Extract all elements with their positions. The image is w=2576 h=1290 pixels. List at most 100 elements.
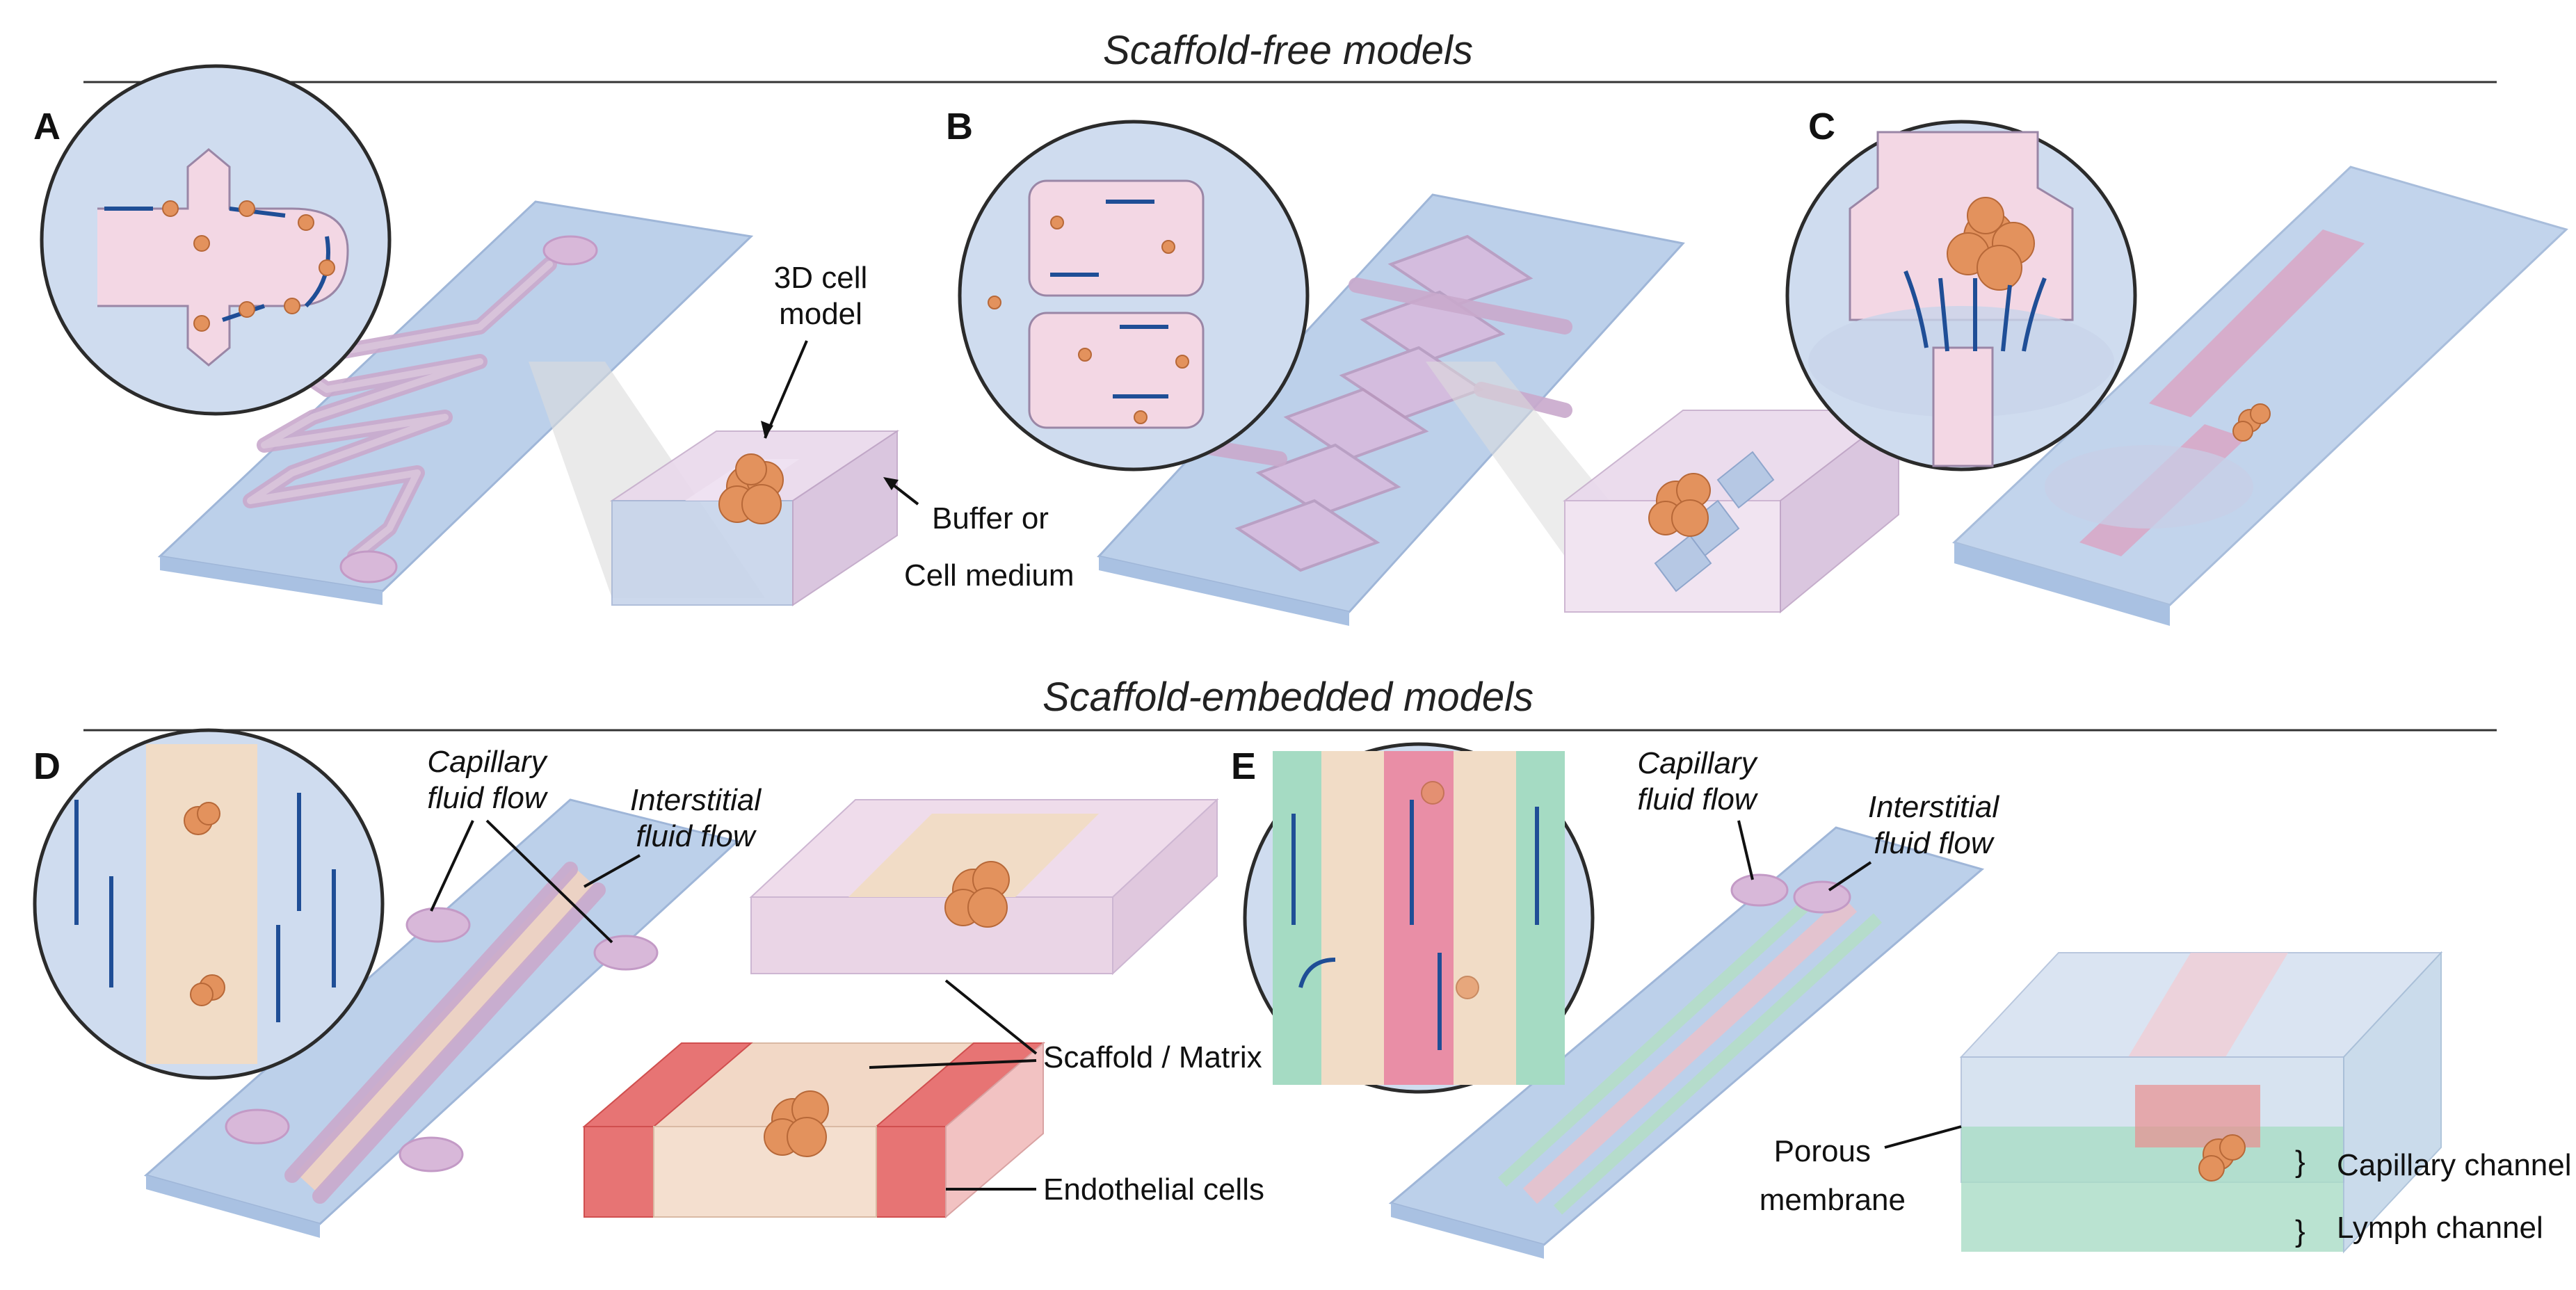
panel-e: E [1231, 742, 2572, 1259]
panel-d-port-3 [225, 1108, 290, 1145]
panel-e-interstitial-label-1: Interstitial [1868, 790, 2000, 824]
panel-b-label: B [946, 106, 973, 147]
panel-d-endothelial-label: Endothelial cells [1043, 1172, 1264, 1207]
panel-b: B [946, 106, 1901, 626]
panel-c-zoom-outlet [1932, 346, 1994, 467]
panel-c-flow-arrows [1903, 270, 2047, 352]
panel-b-zoom-chamber-1 [1028, 179, 1205, 297]
panel-e-chip-edge [1391, 1203, 1544, 1259]
panel-a-cell-model-label-1: 3D cell [774, 261, 868, 295]
panel-e-zoom-scaffold-left [1321, 751, 1384, 1085]
panel-d-capillary-label-1: Capillary [427, 745, 548, 779]
panel-e-box-spheroid [2198, 1134, 2246, 1182]
panel-e-box-lymph [1961, 1127, 2344, 1252]
panel-c-chip-edge [1954, 542, 2170, 626]
panel-a: A [33, 64, 1074, 606]
panel-a-outlet-port [542, 235, 598, 266]
panel-e-lymph-channel-label: Lymph channel [2337, 1211, 2543, 1245]
panel-c-zoom-spheroid [1947, 197, 2035, 291]
panel-a-buffer-label-2: Cell medium [904, 558, 1074, 592]
panel-e-bracket-capillary: } [2295, 1145, 2305, 1179]
panel-c-label: C [1808, 106, 1835, 147]
panel-e-box-capillary-front [2135, 1085, 2260, 1147]
panel-b-chip-edge [1099, 556, 1349, 626]
panel-a-box-side [792, 430, 898, 606]
panel-e-zoom-scaffold-right [1454, 751, 1516, 1085]
panel-a-cell-model-arrow [764, 340, 808, 439]
panel-d-chip-edge [146, 1175, 320, 1238]
panel-d-zoom-scaffold [146, 744, 257, 1064]
panel-d-side-channels [284, 862, 606, 1204]
panel-b-zoom-cells [988, 216, 1189, 424]
panel-a-chip-edge [160, 556, 383, 605]
panel-d-box2-spheroid [764, 1090, 829, 1157]
panel-e-zoom-lymph-right [1516, 751, 1565, 1085]
panel-b-trap-structures [1654, 451, 1775, 592]
panel-a-inlet-port [339, 550, 398, 583]
panel-e-porous-label-2: membrane [1760, 1183, 1906, 1217]
panel-d-box1-scaffold [848, 814, 1099, 897]
panel-d-zoom-spheroids [184, 802, 225, 1006]
panel-d-scaffold-channel [296, 866, 595, 1192]
panel-e-lymph-channels [1497, 885, 1883, 1215]
panel-e-capillary-label-1: Capillary [1637, 746, 1758, 780]
panel-c: C [1785, 106, 2568, 626]
panel-a-buffer-label-1: Buffer or [932, 501, 1049, 535]
panel-e-capillary-channel-label: Capillary channel [2337, 1148, 2572, 1182]
panel-e-interstitial-arrow [1828, 861, 1872, 892]
panel-e-capillary-arrow [1737, 820, 1754, 880]
panel-e-box-side [2343, 951, 2442, 1254]
panel-c-upper-channel [2149, 229, 2365, 417]
panel-a-spheroid [718, 453, 784, 524]
panel-d-box1-spheroid [944, 861, 1010, 928]
panel-e-porous-arrow [1884, 1125, 1962, 1149]
panel-e-zoom-capillary [1384, 751, 1454, 1085]
panel-d-box2-endo-right-front [876, 1126, 947, 1218]
panel-a-cell-model-arrowhead [761, 421, 773, 438]
panel-d-port-4 [399, 1136, 464, 1172]
panel-d-box1-side [1112, 798, 1218, 976]
panel-d-box2-endo-left-front [583, 1126, 654, 1218]
panel-b-zoom-chamber-2 [1028, 312, 1205, 429]
panel-d-label: D [33, 745, 61, 787]
section-title-scaffold-embedded: Scaffold-embedded models [1043, 675, 1533, 720]
panel-d-box2-side [945, 1041, 1044, 1219]
panel-d-interstitial-arrow [583, 854, 641, 888]
panel-d-interstitial-label-2: fluid flow [636, 819, 757, 853]
panel-e-interstitial-label-2: fluid flow [1874, 826, 1995, 860]
panel-d-scaffold-arrow-1 [944, 979, 1038, 1055]
panel-a-zoom-cells [162, 200, 335, 332]
panel-a-buffer-arrowhead [883, 477, 899, 490]
panel-c-chamber [2045, 445, 2253, 529]
panel-d-box1-front [750, 896, 1113, 974]
panel-c-spheroid [2232, 403, 2271, 442]
panel-e-zoom-lymph-left [1273, 751, 1321, 1085]
panel-a-cell-model-label-2: model [779, 297, 862, 331]
panel-e-capillary-channel [1522, 896, 1858, 1204]
panel-d-zoom-flow-arrows [74, 793, 336, 1022]
panel-e-label: E [1231, 745, 1256, 787]
panel-e-zoom-spheroids [1421, 781, 1479, 999]
panel-a-label: A [33, 106, 61, 147]
panel-d-interstitial-label-1: Interstitial [630, 783, 762, 817]
panel-d-scaffold-arrow-2 [869, 1059, 1037, 1069]
panel-d: D [33, 728, 1264, 1238]
panel-b-spheroid [1648, 473, 1711, 537]
panel-d-port-1 [405, 907, 471, 943]
panel-d-port-2 [593, 935, 659, 971]
panel-d-capillary-arrow-2 [485, 819, 613, 944]
section-title-scaffold-free: Scaffold-free models [1103, 28, 1473, 73]
panel-d-scaffold-label: Scaffold / Matrix [1043, 1040, 1262, 1074]
panel-d-capillary-label-2: fluid flow [427, 781, 548, 815]
panel-e-port-1 [1730, 873, 1789, 907]
panel-e-capillary-label-2: fluid flow [1637, 782, 1758, 816]
panel-e-box-top-capillary [2128, 953, 2288, 1057]
panel-e-porous-label-1: Porous [1774, 1134, 1871, 1168]
panel-b-box-side [1780, 408, 1899, 614]
panel-e-zoom-flow-arrows [1291, 800, 1539, 1050]
panel-d-capillary-arrow-1 [430, 820, 474, 912]
panel-b-chamber-array-2 [1234, 387, 1429, 572]
panel-e-bracket-lymph: } [2295, 1214, 2305, 1248]
panel-e-port-2 [1793, 880, 1851, 914]
